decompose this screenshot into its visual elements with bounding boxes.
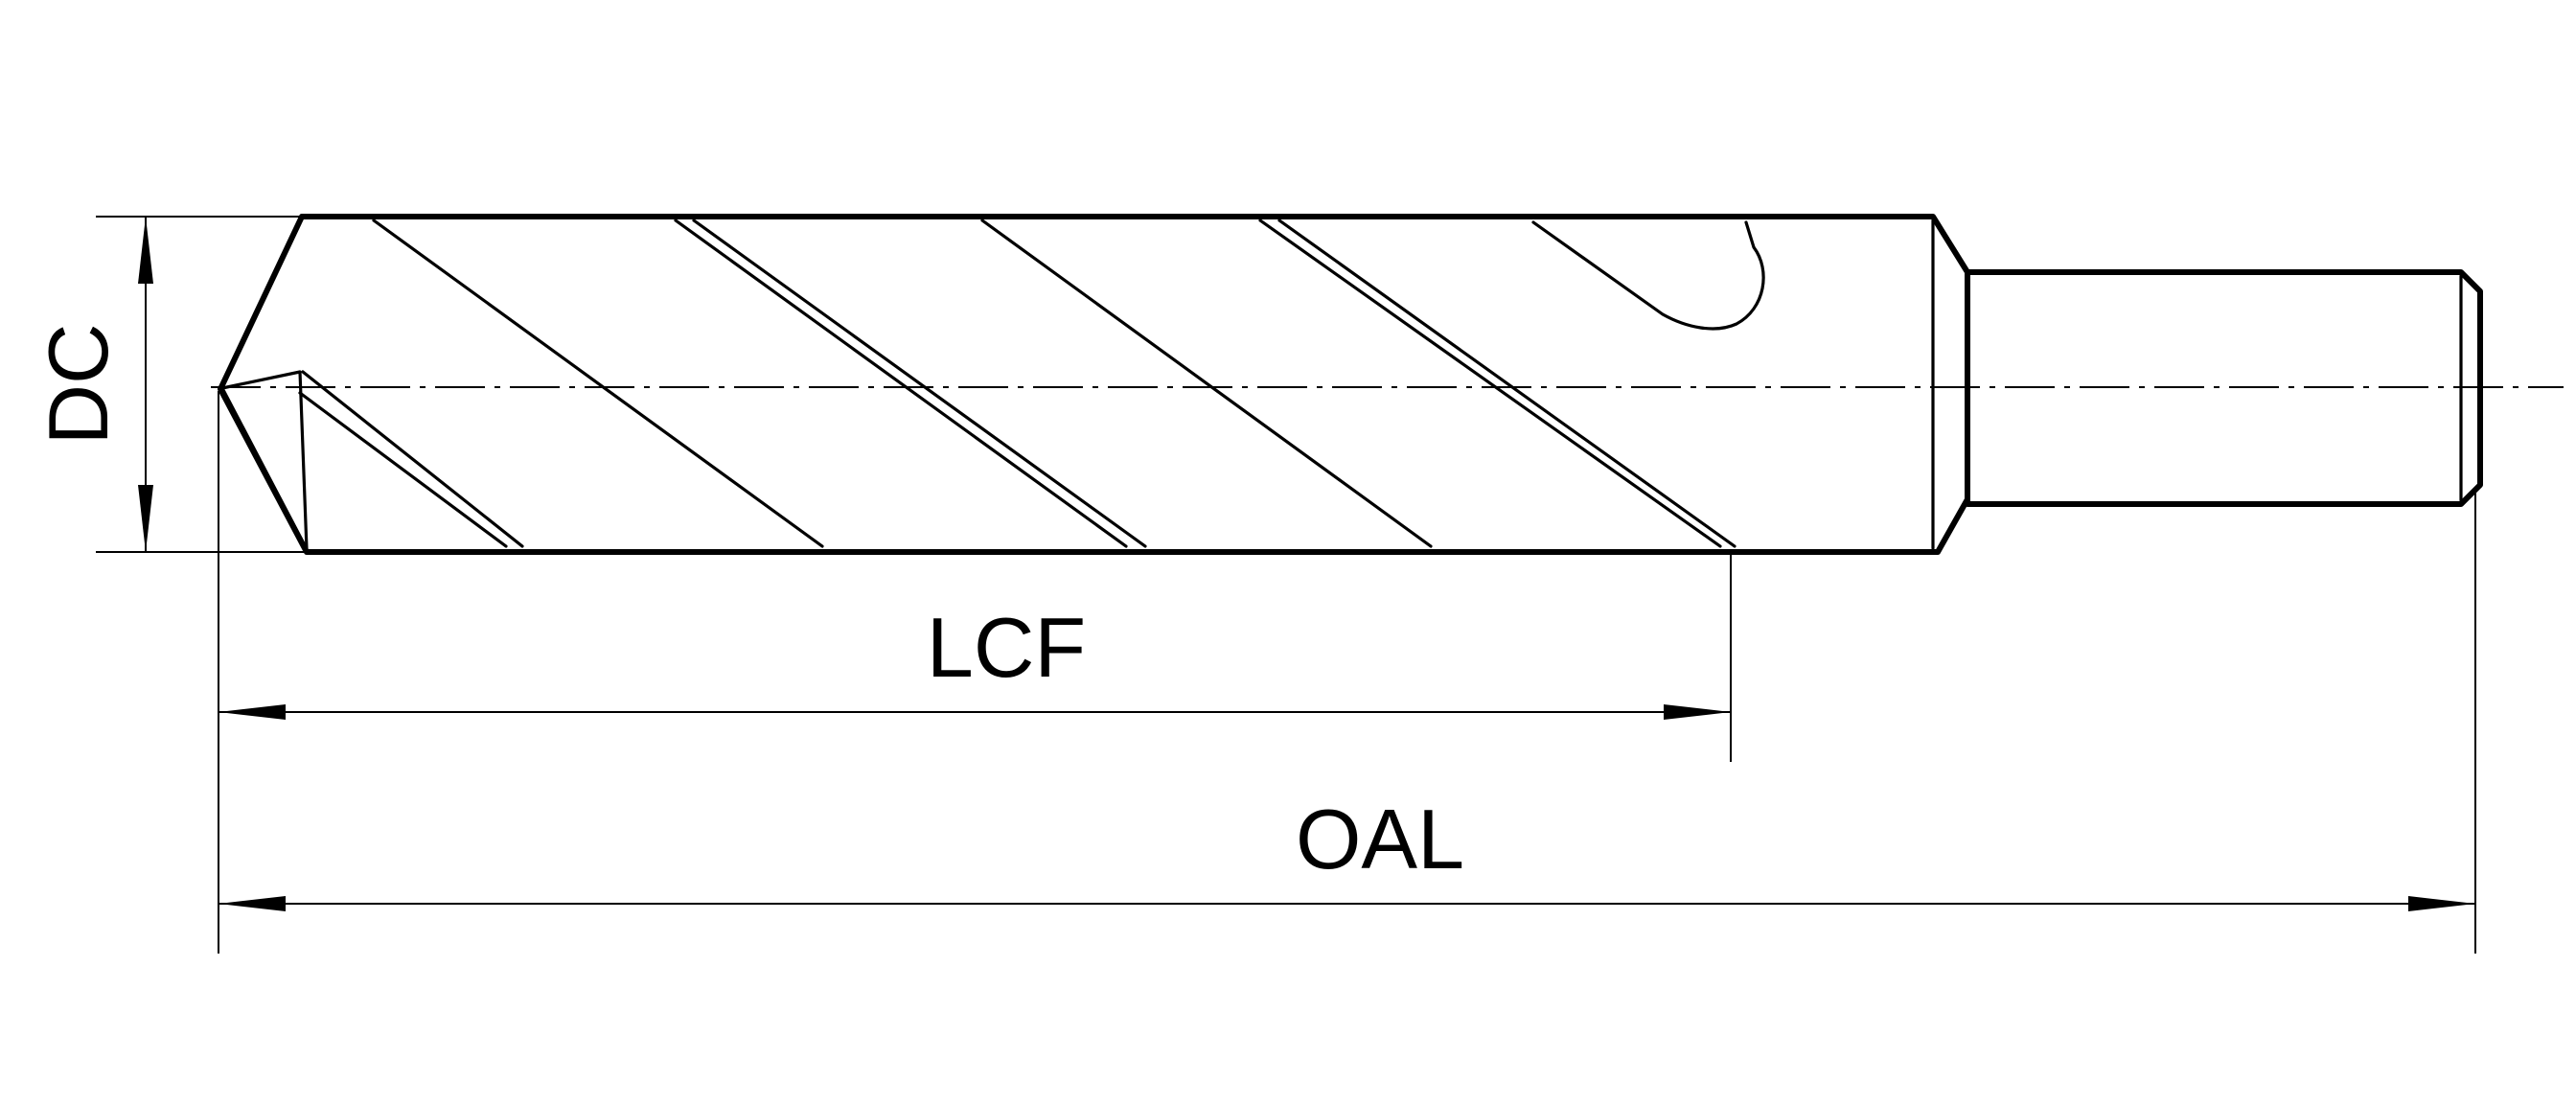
point-facet-lower bbox=[220, 386, 309, 551]
flutes bbox=[298, 218, 1765, 548]
dc-dimension: DC bbox=[31, 216, 305, 553]
flute-edge bbox=[301, 370, 524, 548]
flute-edge bbox=[980, 218, 1433, 548]
dc-arrow-top bbox=[138, 217, 153, 284]
point-facet bbox=[220, 370, 309, 551]
drill-body bbox=[218, 214, 1970, 555]
lcf-dimension: LCF bbox=[218, 391, 1732, 954]
flute-edge bbox=[692, 218, 1147, 548]
oal-arrow-right bbox=[2408, 896, 2475, 911]
oal-label: OAL bbox=[1296, 792, 1464, 886]
lcf-label: LCF bbox=[927, 600, 1086, 695]
drill-shank bbox=[1965, 269, 2483, 507]
lcf-arrow-left bbox=[218, 704, 286, 720]
shank-outline bbox=[1965, 269, 2483, 507]
flute-edge bbox=[1277, 218, 1736, 548]
oal-dimension: OAL bbox=[218, 489, 2476, 954]
flute-edge bbox=[674, 218, 1128, 548]
oal-arrow-left bbox=[218, 896, 286, 911]
body-outline bbox=[218, 214, 1970, 555]
dc-label: DC bbox=[31, 323, 126, 445]
flute-edge bbox=[298, 391, 508, 548]
lcf-arrow-right bbox=[1664, 704, 1731, 720]
dc-arrow-bottom bbox=[138, 485, 153, 552]
flute-edge bbox=[1258, 218, 1722, 548]
flute-edge bbox=[372, 218, 824, 548]
flute-runout bbox=[1531, 220, 1765, 331]
